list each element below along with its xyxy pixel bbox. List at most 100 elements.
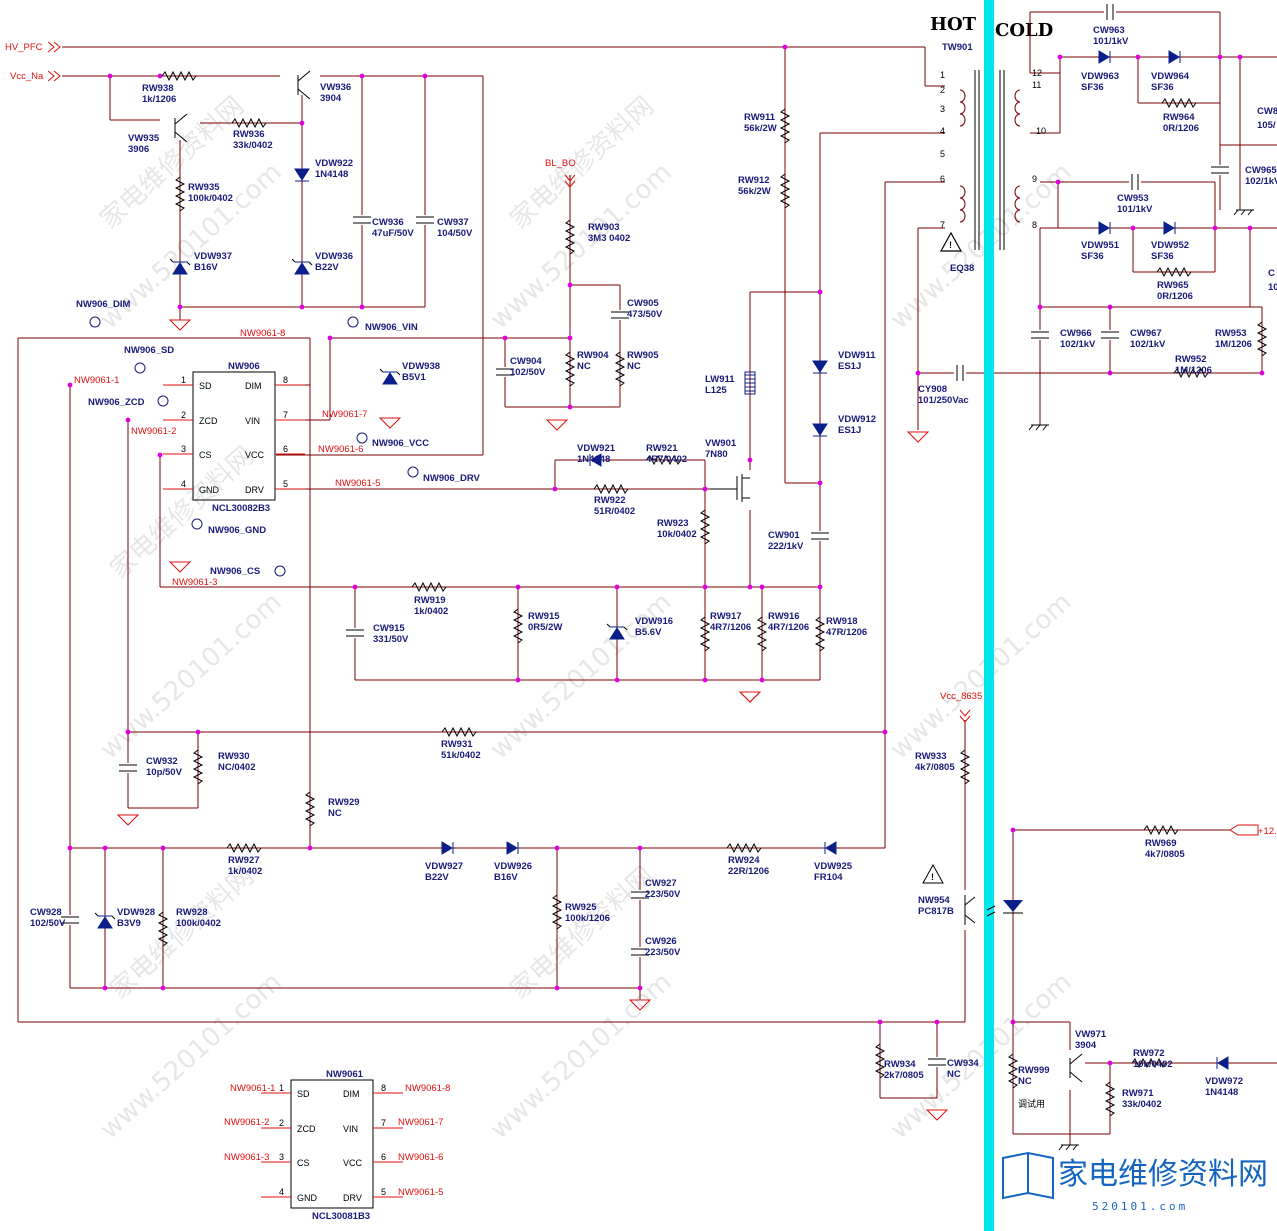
component-value: SF36: [1151, 251, 1174, 262]
cw915-symbol: [346, 628, 364, 638]
component-ref: CW963: [1093, 25, 1125, 36]
svg-text:7: 7: [283, 410, 288, 420]
component-value: NC: [577, 361, 591, 372]
component-value: B16V: [494, 872, 518, 883]
vdw952-symbol: [1163, 221, 1176, 235]
component-ref: VW935: [128, 133, 160, 144]
test-point-label: NW906_ZCD: [88, 397, 145, 408]
svg-text:8: 8: [381, 1083, 386, 1093]
component-value: 1k/0402: [228, 866, 262, 877]
svg-text:SD: SD: [199, 381, 212, 391]
rw929-symbol: [304, 791, 316, 827]
rw928-symbol: [157, 911, 169, 947]
net-hv-pfc: HV_PFC: [5, 42, 43, 53]
component-ref: VW901: [705, 438, 737, 449]
rw916-symbol: [756, 616, 768, 652]
svg-text:1: 1: [940, 70, 945, 80]
component-ref: CW915: [373, 623, 405, 634]
vdw937-symbol: [169, 258, 191, 275]
partial-label: C: [1268, 268, 1275, 279]
watermark: www.520101.com: [95, 587, 288, 765]
test-point-gnd: [191, 518, 203, 530]
component-ref: VDW937: [194, 251, 232, 262]
vdw928-symbol: [94, 912, 116, 929]
component-value: 51k/0402: [441, 750, 481, 761]
svg-text:VIN: VIN: [245, 416, 260, 426]
vdw963-symbol: [1098, 50, 1111, 64]
isolation-barrier: [984, 0, 994, 1231]
cy908-symbol: [954, 365, 966, 381]
component-value: 22R/1206: [728, 866, 769, 877]
component-value: 0R/1206: [1163, 123, 1199, 134]
component-ref: RW938: [142, 83, 174, 94]
svg-text:!: !: [949, 240, 952, 250]
component-value: ES1J: [838, 361, 861, 372]
vdw927-symbol: [441, 841, 454, 855]
rw933-symbol: [959, 749, 971, 785]
vdw911-symbol: [812, 360, 828, 374]
cw926-symbol: [631, 947, 649, 957]
component-value: 1N4148: [315, 169, 348, 180]
lw911-symbol: [744, 371, 756, 395]
component-ref: NW954: [918, 895, 950, 906]
component-value: 102/1kV: [1245, 176, 1277, 187]
svg-text:NW9061-5: NW9061-5: [398, 1187, 443, 1198]
rw999-symbol: [1007, 1053, 1019, 1089]
component-value: 10p/50V: [146, 767, 183, 778]
component-ref: CW932: [146, 756, 178, 767]
component-value: 101/250Vac: [918, 395, 969, 406]
component-value: 33k/0402: [233, 140, 273, 151]
component-ref: RW969: [1145, 838, 1177, 849]
cw934-symbol: [928, 1057, 946, 1067]
vw901-symbol: [710, 474, 750, 502]
svg-text:!: !: [931, 872, 934, 882]
rw904-symbol: [564, 351, 576, 387]
rw971-symbol: [1104, 1081, 1116, 1117]
vw971-symbol: [1069, 1053, 1083, 1083]
component-ref: RW929: [328, 797, 360, 808]
component-value: 1N4148: [577, 454, 610, 465]
logo-url: 520101.com: [1092, 1200, 1188, 1213]
component-value: 473/50V: [627, 309, 663, 320]
component-ref: RW925: [565, 902, 597, 913]
component-value: SF36: [1151, 82, 1174, 93]
component-value: 4k7/0805: [915, 762, 955, 773]
component-ref: RW924: [728, 855, 760, 866]
watermark-layer: www.520101.com www.520101.com www.520101…: [95, 91, 1078, 1145]
component-ref: CW936: [372, 217, 404, 228]
cw932-symbol: [119, 763, 137, 773]
component-ref: RW964: [1163, 112, 1195, 123]
svg-text:6: 6: [283, 444, 288, 454]
partial-label: CW8: [1257, 106, 1277, 117]
svg-text:7: 7: [940, 220, 945, 230]
svg-text:NW9061-2: NW9061-2: [131, 426, 176, 437]
rw934-symbol: [874, 1043, 886, 1079]
rw915-symbol: [512, 608, 524, 644]
component-ref: VDW936: [315, 251, 353, 262]
